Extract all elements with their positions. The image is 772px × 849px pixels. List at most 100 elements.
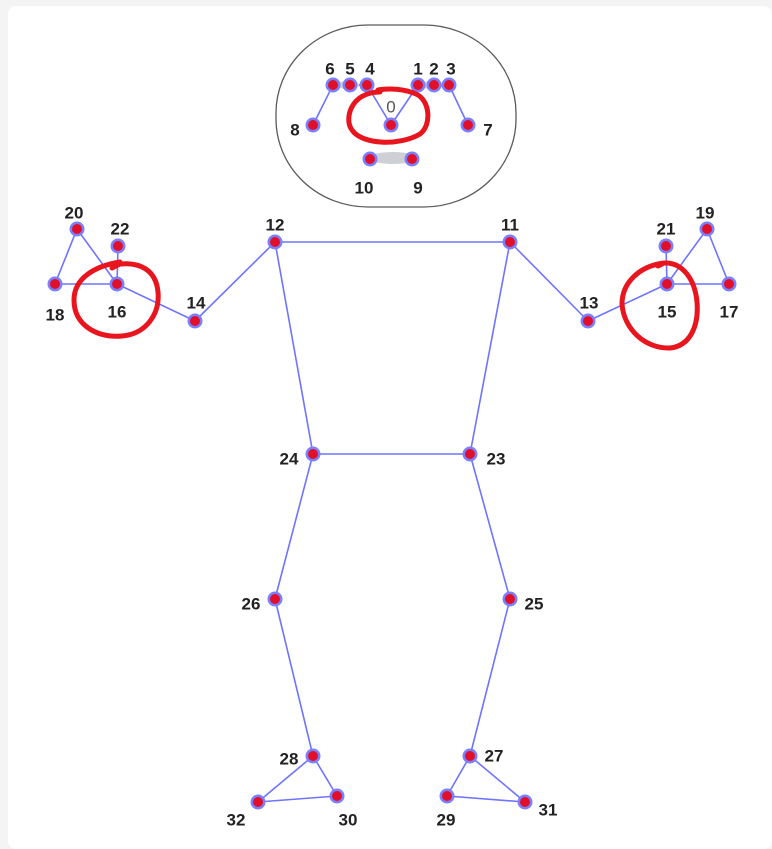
keypoint-label-22: 22 xyxy=(111,219,130,238)
keypoint-label-6: 6 xyxy=(325,59,334,78)
keypoint-18 xyxy=(47,276,63,292)
keypoint-label-27: 27 xyxy=(485,746,504,765)
keypoint-21 xyxy=(658,238,674,254)
keypoint-20 xyxy=(69,221,85,237)
keypoint-label-24: 24 xyxy=(280,449,299,468)
connection-25-27 xyxy=(469,598,511,757)
keypoint-center xyxy=(583,316,593,326)
keypoint-center xyxy=(661,241,671,251)
keypoint-center xyxy=(463,120,473,130)
keypoint-center xyxy=(253,797,263,807)
connection-13-15 xyxy=(587,283,668,322)
keypoint-center xyxy=(332,791,342,801)
connection-30-32 xyxy=(257,795,338,803)
keypoint-label-31: 31 xyxy=(539,800,558,819)
keypoint-32 xyxy=(250,794,266,810)
keypoint-center xyxy=(505,594,515,604)
connection-16-20 xyxy=(76,228,118,285)
keypoint-center xyxy=(308,751,318,761)
keypoint-center xyxy=(308,449,318,459)
connection-27-31 xyxy=(469,755,526,803)
keypoint-5 xyxy=(342,77,358,93)
keypoint-label-28: 28 xyxy=(280,749,299,768)
head-outline xyxy=(275,24,517,208)
keypoint-9 xyxy=(404,151,420,167)
keypoint-label-9: 9 xyxy=(413,178,422,197)
keypoint-center xyxy=(413,80,423,90)
keypoint-19 xyxy=(699,221,715,237)
keypoint-center xyxy=(386,120,396,130)
keypoint-26 xyxy=(267,591,283,607)
keypoint-label-7: 7 xyxy=(483,120,492,139)
keypoint-label-3: 3 xyxy=(446,59,455,78)
keypoint-3 xyxy=(441,77,457,93)
keypoint-label-0: 0 xyxy=(386,97,395,116)
keypoint-16 xyxy=(109,276,125,292)
keypoint-center xyxy=(407,154,417,164)
keypoint-25 xyxy=(502,591,518,607)
connection-18-20 xyxy=(54,228,78,285)
connection-26-28 xyxy=(274,598,314,757)
keypoint-2 xyxy=(426,77,442,93)
keypoint-center xyxy=(465,751,475,761)
keypoint-center xyxy=(345,80,355,90)
keypoint-15 xyxy=(659,276,675,292)
highlight-circle-keypoint-0 xyxy=(346,86,431,145)
keypoint-label-1: 1 xyxy=(413,59,422,78)
keypoint-label-17: 17 xyxy=(720,302,739,321)
keypoint-center xyxy=(328,80,338,90)
keypoint-label-8: 8 xyxy=(290,120,299,139)
connection-28-30 xyxy=(312,755,338,797)
keypoint-label-25: 25 xyxy=(525,594,544,613)
keypoint-4 xyxy=(359,77,375,93)
keypoint-center xyxy=(112,279,122,289)
keypoint-28 xyxy=(305,748,321,764)
connection-29-31 xyxy=(446,795,526,803)
keypoint-label-14: 14 xyxy=(187,293,206,312)
keypoint-center xyxy=(702,224,712,234)
keypoint-6 xyxy=(325,77,341,93)
keypoint-label-10: 10 xyxy=(355,178,374,197)
keypoint-label-13: 13 xyxy=(580,293,599,312)
keypoint-10 xyxy=(362,151,378,167)
keypoint-7 xyxy=(460,117,476,133)
keypoint-center xyxy=(308,120,318,130)
keypoint-14 xyxy=(187,313,203,329)
keypoint-label-26: 26 xyxy=(242,594,261,613)
keypoint-label-2: 2 xyxy=(429,59,438,78)
connection-11-13 xyxy=(509,241,589,322)
connection-12-24 xyxy=(274,241,314,455)
keypoint-center xyxy=(505,237,515,247)
keypoint-center xyxy=(190,316,200,326)
head-outline-group xyxy=(275,24,517,208)
keypoint-label-21: 21 xyxy=(657,219,676,238)
highlight-circle-keypoint-16 xyxy=(71,259,161,339)
keypoint-center xyxy=(362,80,372,90)
keypoint-center xyxy=(724,279,734,289)
keypoint-label-15: 15 xyxy=(658,302,677,321)
keypoint-23 xyxy=(462,446,478,462)
keypoint-30 xyxy=(329,788,345,804)
keypoint-11 xyxy=(502,234,518,250)
keypoint-label-11: 11 xyxy=(501,215,519,234)
keypoint-center xyxy=(465,449,475,459)
keypoint-13 xyxy=(580,313,596,329)
keypoint-31 xyxy=(517,794,533,810)
keypoint-center xyxy=(270,594,280,604)
highlight-annotations-group xyxy=(71,86,700,351)
keypoint-12 xyxy=(267,234,283,250)
connection-17-19 xyxy=(706,228,730,285)
connection-11-23 xyxy=(469,241,511,455)
keypoint-0 xyxy=(383,117,399,133)
keypoint-label-29: 29 xyxy=(437,810,456,829)
keypoint-8 xyxy=(305,117,321,133)
keypoint-center xyxy=(72,224,82,234)
connection-12-14 xyxy=(194,241,276,322)
keypoint-label-23: 23 xyxy=(487,449,506,468)
keypoint-label-20: 20 xyxy=(65,203,84,222)
keypoint-17 xyxy=(721,276,737,292)
connection-28-32 xyxy=(257,755,314,803)
keypoint-center xyxy=(50,279,60,289)
